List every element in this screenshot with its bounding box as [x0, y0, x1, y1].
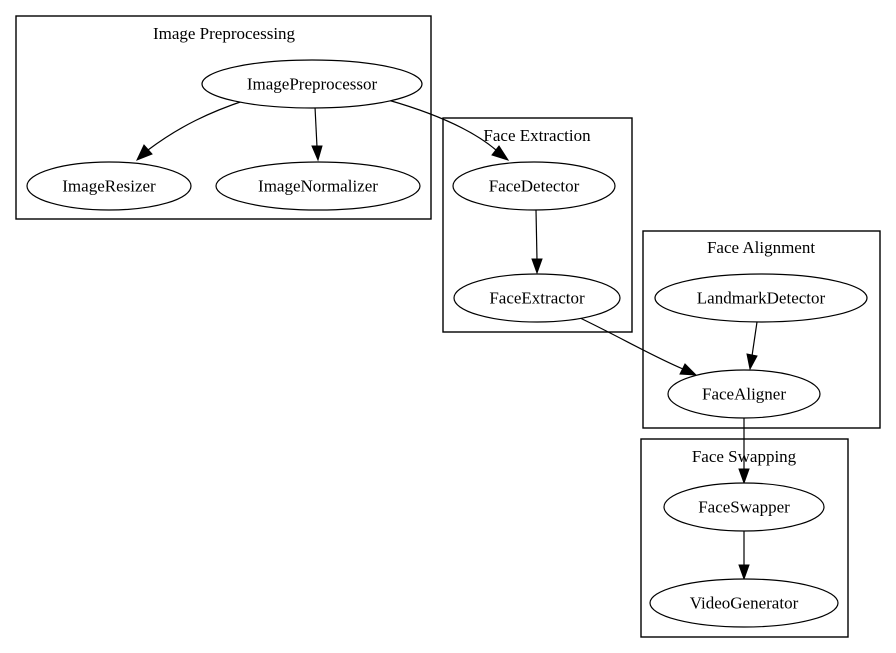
arrowhead [491, 145, 510, 161]
node-label: FaceSwapper [698, 498, 790, 517]
edge-line [535, 209, 538, 261]
arrowhead [738, 564, 750, 581]
edge-preprocessor-to-resizer [136, 99, 247, 161]
node-face-detector[interactable]: FaceDetector [452, 161, 616, 211]
edge-line [387, 99, 497, 151]
node-ellipse [649, 578, 839, 628]
edge-aligner-to-swapper [738, 418, 750, 485]
node-image-resizer[interactable]: ImageResizer [26, 161, 192, 211]
node-ellipse [654, 273, 868, 323]
node-label: ImageNormalizer [258, 177, 378, 196]
node-video-generator[interactable]: VideoGenerator [649, 578, 839, 628]
cluster-box [15, 15, 432, 220]
edge-line [147, 99, 247, 151]
arrowhead [136, 144, 153, 161]
node-ellipse [201, 59, 423, 109]
edge-detector-to-extractor [531, 209, 543, 275]
node-ellipse [26, 161, 192, 211]
cluster-face-extraction: Face Extraction [442, 117, 633, 333]
node-face-swapper[interactable]: FaceSwapper [663, 482, 825, 532]
node-label: ImagePreprocessor [247, 75, 378, 94]
node-face-aligner[interactable]: FaceAligner [667, 369, 821, 419]
edge-preprocessor-to-normalizer [311, 106, 323, 162]
node-label: FaceAligner [702, 385, 786, 404]
cluster-box [442, 117, 633, 333]
cluster-face-alignment: Face Alignment [642, 230, 881, 429]
node-label: FaceDetector [489, 177, 580, 196]
node-image-normalizer[interactable]: ImageNormalizer [215, 161, 421, 211]
node-label: ImageResizer [62, 177, 156, 196]
arrowhead [531, 258, 543, 275]
node-ellipse [452, 161, 616, 211]
node-label: FaceExtractor [489, 289, 585, 308]
edge-line [751, 321, 758, 357]
node-label: VideoGenerator [690, 594, 799, 613]
node-landmark-detector[interactable]: LandmarkDetector [654, 273, 868, 323]
arrowhead [746, 353, 758, 371]
node-ellipse [453, 273, 621, 323]
edge-preprocessor-to-detector [387, 99, 510, 161]
node-face-extractor[interactable]: FaceExtractor [453, 273, 621, 323]
node-ellipse [667, 369, 821, 419]
cluster-image-preprocessing: Image Preprocessing [15, 15, 432, 220]
node-ellipse [215, 161, 421, 211]
arrowhead [679, 363, 698, 376]
cluster-label: Image Preprocessing [153, 24, 296, 43]
node-ellipse [663, 482, 825, 532]
node-image-preprocessor[interactable]: ImagePreprocessor [201, 59, 423, 109]
edge-line [577, 316, 684, 370]
node-label: LandmarkDetector [697, 289, 826, 308]
arrowhead [311, 145, 323, 162]
edge-extractor-to-aligner [577, 316, 698, 376]
edge-landmark-to-aligner [746, 321, 758, 371]
cluster-label: Face Extraction [483, 126, 591, 145]
cluster-label: Face Alignment [707, 238, 815, 257]
cluster-box [642, 230, 881, 429]
arrowhead [738, 468, 750, 485]
edge-line [314, 106, 318, 148]
edge-swapper-to-videogen [738, 531, 750, 581]
